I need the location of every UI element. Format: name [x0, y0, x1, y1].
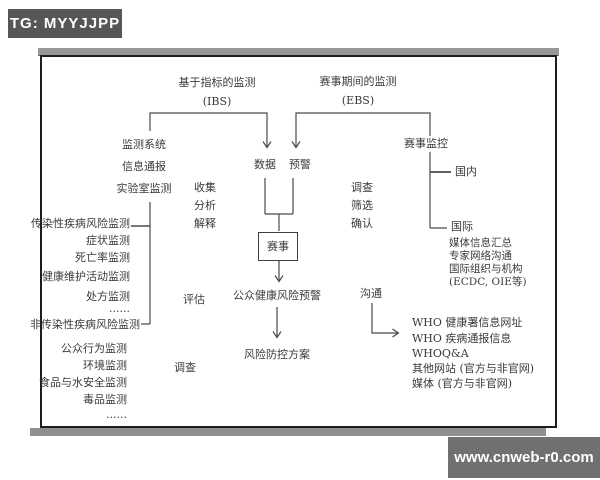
assess-label: 评估 [183, 293, 205, 306]
left-list-item: 非传染性疾病风险监测 [30, 318, 140, 331]
data-label: 数据 [254, 158, 276, 171]
source-item: 信息通报 [122, 160, 166, 173]
left-list-item: 死亡率监测 [75, 251, 130, 264]
frame-bottom-bar [30, 428, 546, 436]
who-list-item: WHO 疾病通报信息 [412, 332, 512, 345]
left-list-item: 环境监测 [83, 359, 127, 372]
left-list-ellipsis: ...... [106, 408, 127, 421]
international-item: 专家网络沟通 [449, 250, 512, 262]
left-list-item: 传染性疾病风险监测 [31, 217, 130, 230]
left-list-item: 症状监测 [86, 234, 130, 247]
ibs-abbr: (IBS) [202, 95, 232, 108]
left-list-item: 食品与水安全监测 [39, 376, 127, 389]
international-item: 国际组织与机构 [449, 263, 523, 275]
ebs-abbr: (EBS) [341, 94, 375, 107]
who-list-item: WHOQ&A [412, 347, 469, 360]
process-right-item: 筛选 [351, 199, 373, 212]
process-left-item: 收集 [194, 181, 216, 194]
source-item: 实验室监测 [116, 182, 172, 195]
domestic-label: 国内 [455, 165, 477, 178]
left-list-item: 健康维护活动监测 [42, 270, 130, 283]
ibs-title: 基于指标的监测 [178, 76, 256, 89]
risk-plan-label: 风险防控方案 [244, 348, 310, 361]
process-right-item: 调查 [351, 181, 373, 194]
event-box: 赛事 [258, 232, 298, 261]
event-monitor-label: 赛事监控 [404, 137, 448, 150]
source-item: 监测系统 [122, 138, 166, 151]
communicate-label: 沟通 [360, 287, 382, 300]
international-item: (ECDC, OIE等) [449, 276, 527, 288]
left-list-item: 毒品监测 [83, 393, 127, 406]
watermark-bottom-badge: www.cnweb-r0.com [448, 437, 600, 478]
process-right-item: 确认 [351, 217, 373, 230]
international-label: 国际 [451, 220, 473, 233]
process-left-item: 分析 [194, 199, 216, 212]
left-list-item: 公众行为监测 [61, 342, 127, 355]
who-list-item: 媒体 (官方与非官网) [412, 377, 513, 390]
ebs-title: 赛事期间的监测 [319, 75, 397, 88]
watermark-top-badge: TG: MYYJJPP [8, 9, 122, 38]
left-list-item: 处方监测 [86, 290, 130, 303]
process-left-item: 解释 [194, 217, 216, 230]
who-list-item: WHO 健康署信息网址 [412, 316, 523, 329]
investigate-left-label: 调查 [174, 361, 196, 374]
international-item: 媒体信息汇总 [449, 237, 512, 249]
public-health-alert-label: 公众健康风险预警 [233, 289, 321, 302]
who-list-item: 其他网站 (官方与非官网) [412, 362, 535, 375]
left-list-ellipsis: ...... [109, 302, 130, 315]
alert-label: 预警 [289, 158, 311, 171]
